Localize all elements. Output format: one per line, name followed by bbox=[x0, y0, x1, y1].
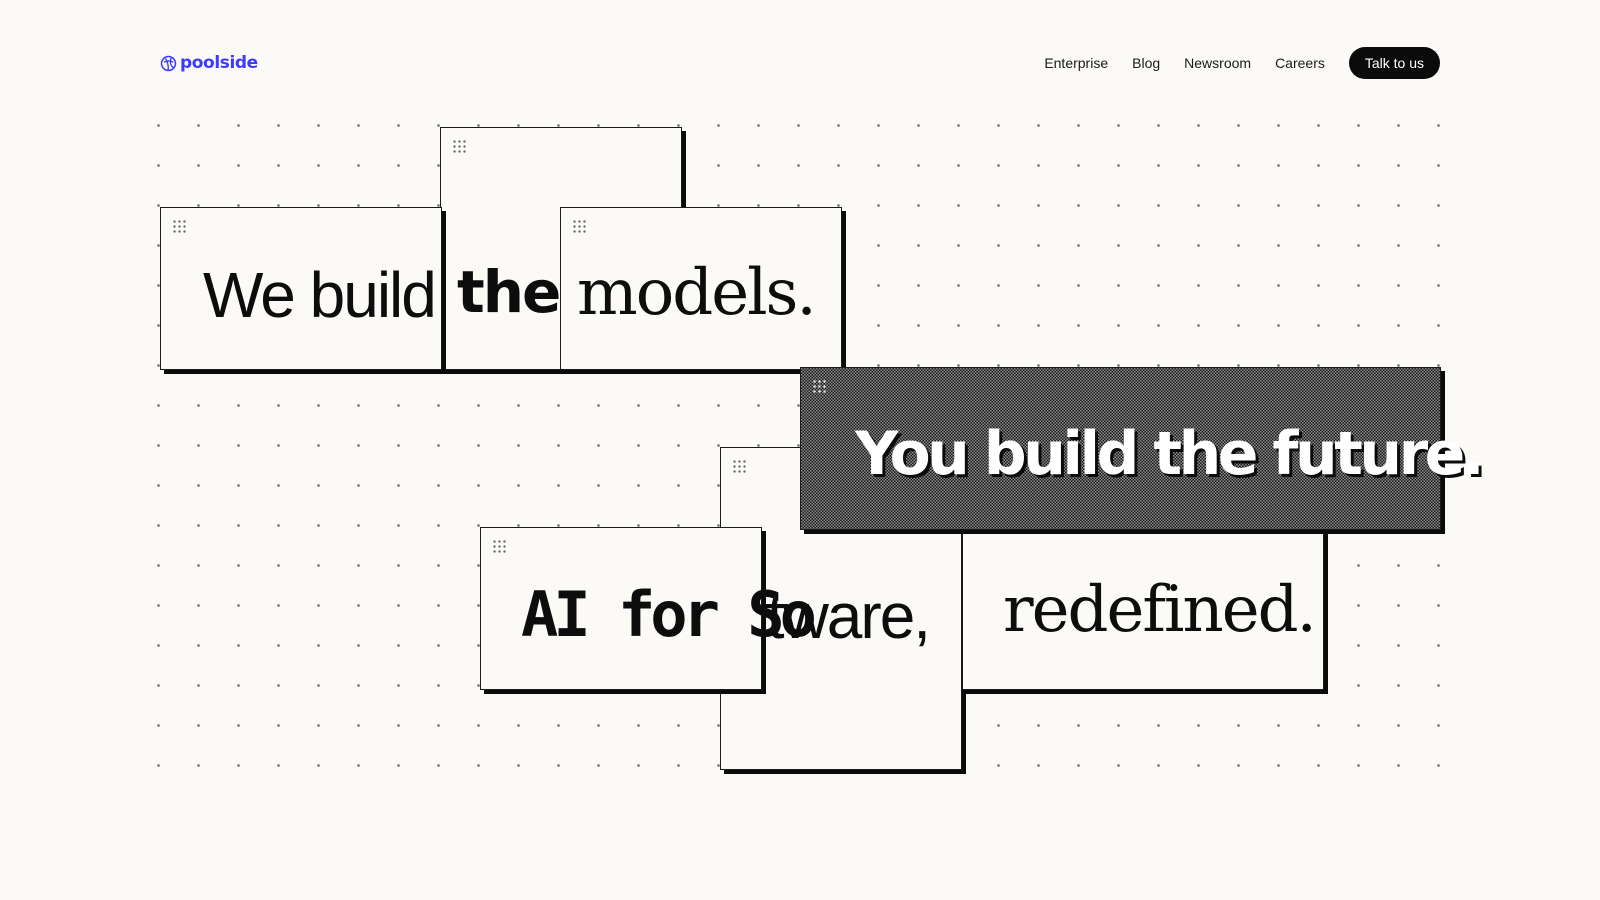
drag-handle-icon[interactable] bbox=[173, 220, 188, 235]
card-we-build[interactable]: We build bbox=[160, 207, 442, 370]
drag-handle-icon[interactable] bbox=[573, 220, 588, 235]
card-software-text-b: ftware, bbox=[751, 580, 931, 652]
drag-handle-icon[interactable] bbox=[733, 460, 748, 475]
logo-text: poolside bbox=[180, 53, 258, 73]
site-header: poolside Enterprise Blog Newsroom Career… bbox=[160, 47, 1440, 79]
main-nav: Enterprise Blog Newsroom Careers Talk to… bbox=[1044, 47, 1440, 79]
logo-link[interactable]: poolside bbox=[160, 53, 258, 73]
nav-link-newsroom[interactable]: Newsroom bbox=[1184, 55, 1252, 71]
drag-handle-icon[interactable] bbox=[453, 140, 468, 155]
drag-handle-icon[interactable] bbox=[493, 540, 508, 555]
card-ai-for-software[interactable]: AI for So bbox=[480, 527, 817, 690]
nav-link-enterprise[interactable]: Enterprise bbox=[1044, 55, 1109, 71]
card-redefined-text: redefined. bbox=[1003, 573, 1317, 647]
drag-handle-icon[interactable] bbox=[813, 380, 828, 395]
card-you-build-text: You build the future. bbox=[855, 419, 1485, 489]
nav-link-blog[interactable]: Blog bbox=[1132, 55, 1161, 71]
card-software-text-a: AI for So bbox=[521, 578, 817, 651]
card-redefined[interactable]: redefined. bbox=[962, 527, 1324, 690]
card-you-build-the-future[interactable]: You build the future. bbox=[800, 367, 1485, 530]
poolside-logo-icon bbox=[160, 55, 177, 71]
nav-link-careers[interactable]: Careers bbox=[1275, 55, 1325, 71]
card-the-text: the bbox=[457, 258, 561, 326]
card-models-text: models. bbox=[577, 256, 817, 330]
talk-to-us-button[interactable]: Talk to us bbox=[1348, 47, 1440, 79]
card-models[interactable]: models. bbox=[560, 207, 842, 370]
card-we-build-text: We build bbox=[203, 259, 437, 331]
